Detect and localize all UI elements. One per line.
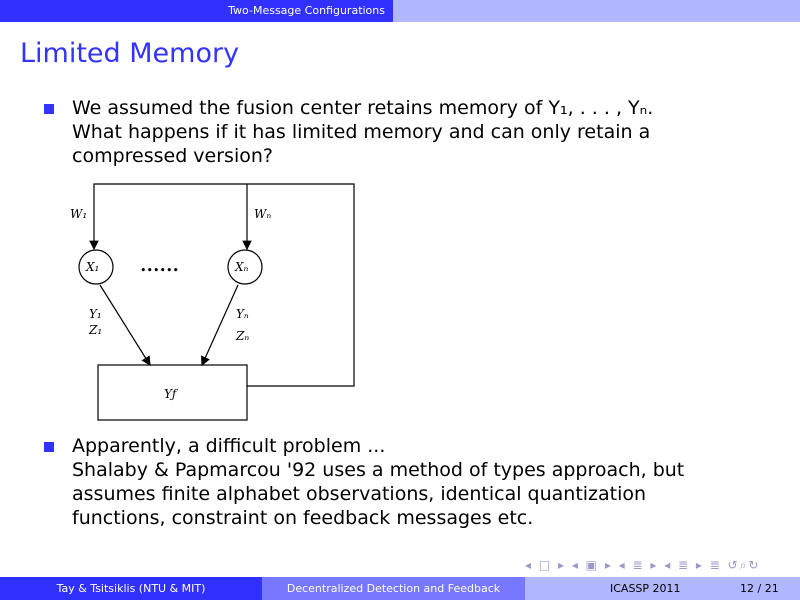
- label-x1: X₁: [85, 260, 99, 274]
- label-z1: Z₁: [88, 323, 102, 337]
- line: We assumed the fusion center retains mem…: [72, 97, 654, 119]
- line: functions, constraint on feedback messag…: [72, 507, 534, 529]
- feedback-line: [89, 183, 355, 387]
- footer-talk-title: Decentralized Detection and Feedback: [262, 577, 525, 600]
- line: compressed version?: [72, 145, 273, 167]
- edge-1: [99, 284, 151, 367]
- label-yf: Yƒ: [164, 387, 179, 401]
- node-x1: [78, 249, 114, 285]
- header-bar: Two-Message Configurations: [0, 0, 800, 22]
- line: What happens if it has limited memory an…: [72, 121, 651, 143]
- page-number: 12 / 21: [740, 582, 779, 595]
- fusion-center: [97, 364, 248, 421]
- label-wn: Wₙ: [254, 207, 271, 221]
- line: assumes finite alphabet observations, id…: [72, 483, 647, 505]
- slide-title: Limited Memory: [20, 38, 240, 69]
- line: Apparently, a difficult problem ...: [72, 435, 386, 457]
- beamer-navigation[interactable]: ◂ □ ▸ ◂ ▣ ▸ ◂ ≣ ▸ ◂ ≣ ▸ ≣ ↺⌕↻: [525, 558, 761, 572]
- bullet-2: Apparently, a difficult problem ... Shal…: [44, 434, 685, 530]
- section-title[interactable]: Two-Message Configurations: [0, 0, 393, 22]
- line: Shalaby & Papmarcou '92 uses a method of…: [72, 459, 685, 481]
- edge-n: [201, 284, 239, 367]
- label-y1: Y₁: [89, 307, 102, 321]
- footer-conference: ICASSP 2011: [610, 582, 681, 595]
- footer-right: ICASSP 2011 12 / 21: [525, 577, 800, 600]
- label-w1: W₁: [70, 207, 87, 221]
- bullet-1: We assumed the fusion center retains mem…: [44, 96, 654, 168]
- bullet-icon: [44, 442, 54, 452]
- footer-authors: Tay & Tsitsiklis (NTU & MIT): [0, 577, 262, 600]
- dots: ••••••: [140, 264, 179, 277]
- label-yn: Yₙ: [236, 307, 249, 321]
- node-xn: [227, 249, 263, 285]
- label-zn: Zₙ: [235, 329, 249, 343]
- bullet-icon: [44, 104, 54, 114]
- label-xn: Xₙ: [234, 260, 249, 274]
- footer: Tay & Tsitsiklis (NTU & MIT) Decentraliz…: [0, 577, 800, 600]
